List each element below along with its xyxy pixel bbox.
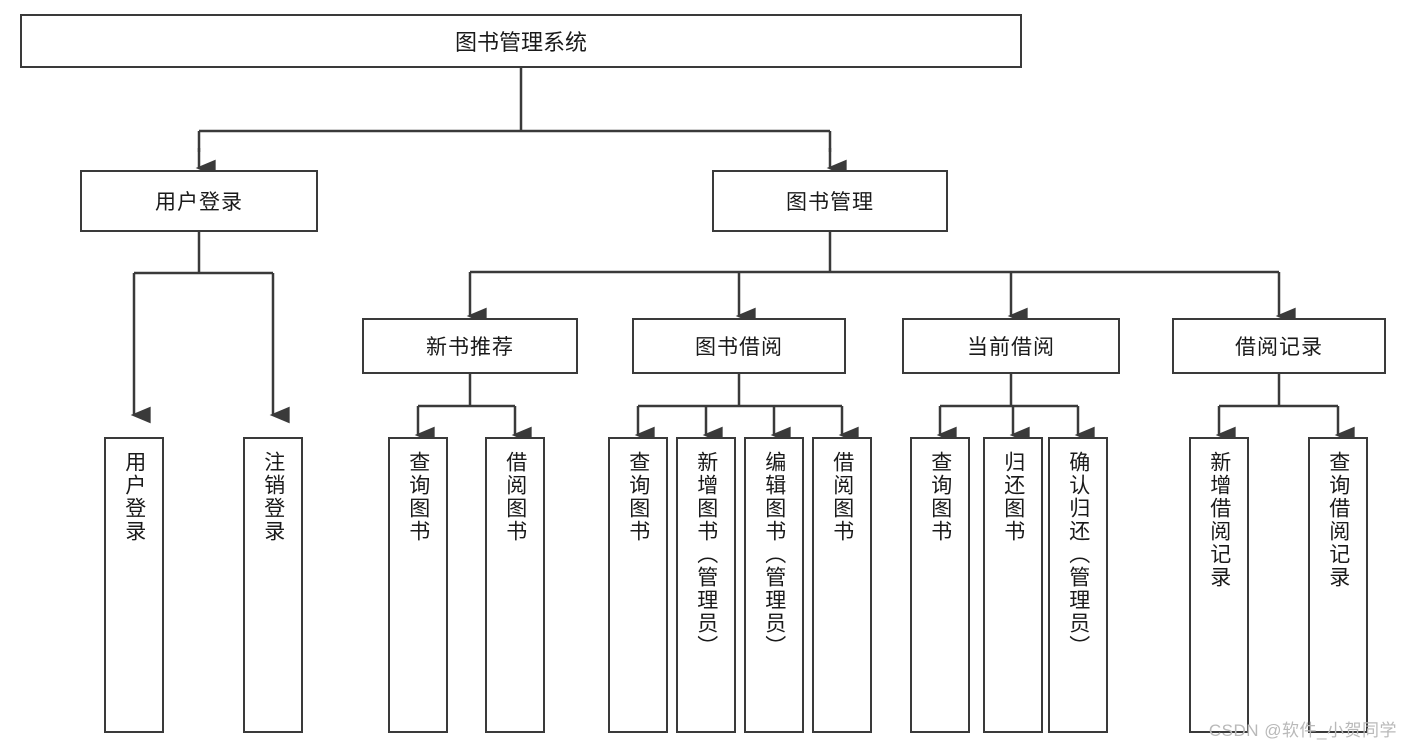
node-borrow-record-label: 借阅记录 [1235,336,1323,359]
leaf-node-label: 新增图书（管理员） [694,451,718,658]
node-new-book-recommend[interactable]: 新书推荐 [362,318,578,374]
leaf-node-label: 借阅图书 [830,451,854,543]
node-current-borrow-label: 当前借阅 [967,336,1055,359]
node-new-book-recommend-label: 新书推荐 [426,336,514,359]
node-book-management[interactable]: 图书管理 [712,170,948,232]
node-book-borrow[interactable]: 图书借阅 [632,318,846,374]
leaf-node[interactable]: 注销登录 [243,437,303,733]
leaf-node[interactable]: 新增图书（管理员） [676,437,736,733]
leaf-node-label: 编辑图书（管理员） [762,451,786,658]
leaf-node[interactable]: 查询图书 [910,437,970,733]
node-book-management-label: 图书管理 [786,191,874,214]
leaf-node[interactable]: 确认归还（管理员） [1048,437,1108,733]
leaf-node[interactable]: 用户登录 [104,437,164,733]
node-user-login-label: 用户登录 [155,191,243,214]
leaf-node-label: 新增借阅记录 [1207,451,1231,589]
leaf-node[interactable]: 查询图书 [608,437,668,733]
leaf-node-label: 借阅图书 [503,451,527,543]
node-root-label: 图书管理系统 [454,30,587,55]
leaf-node-label: 查询图书 [928,451,952,543]
leaf-node-label: 归还图书 [1001,451,1025,543]
leaf-node[interactable]: 查询图书 [388,437,448,733]
node-book-borrow-label: 图书借阅 [695,336,783,359]
leaf-node-label: 用户登录 [122,451,146,543]
leaf-node-label: 查询图书 [626,451,650,543]
leaf-node[interactable]: 编辑图书（管理员） [744,437,804,733]
leaf-node-label: 查询借阅记录 [1326,451,1350,589]
node-root[interactable]: 图书管理系统 [20,14,1022,68]
leaf-node[interactable]: 归还图书 [983,437,1043,733]
leaf-node[interactable]: 借阅图书 [812,437,872,733]
node-current-borrow[interactable]: 当前借阅 [902,318,1120,374]
leaf-node-label: 查询图书 [406,451,430,543]
leaf-node[interactable]: 借阅图书 [485,437,545,733]
csdn-watermark: CSDN @软件_小贺同学 [1208,721,1397,740]
node-borrow-record[interactable]: 借阅记录 [1172,318,1386,374]
leaf-node-label: 注销登录 [261,451,285,543]
leaf-node[interactable]: 新增借阅记录 [1189,437,1249,733]
leaf-node-label: 确认归还（管理员） [1066,451,1090,658]
node-user-login[interactable]: 用户登录 [80,170,318,232]
leaf-node[interactable]: 查询借阅记录 [1308,437,1368,733]
